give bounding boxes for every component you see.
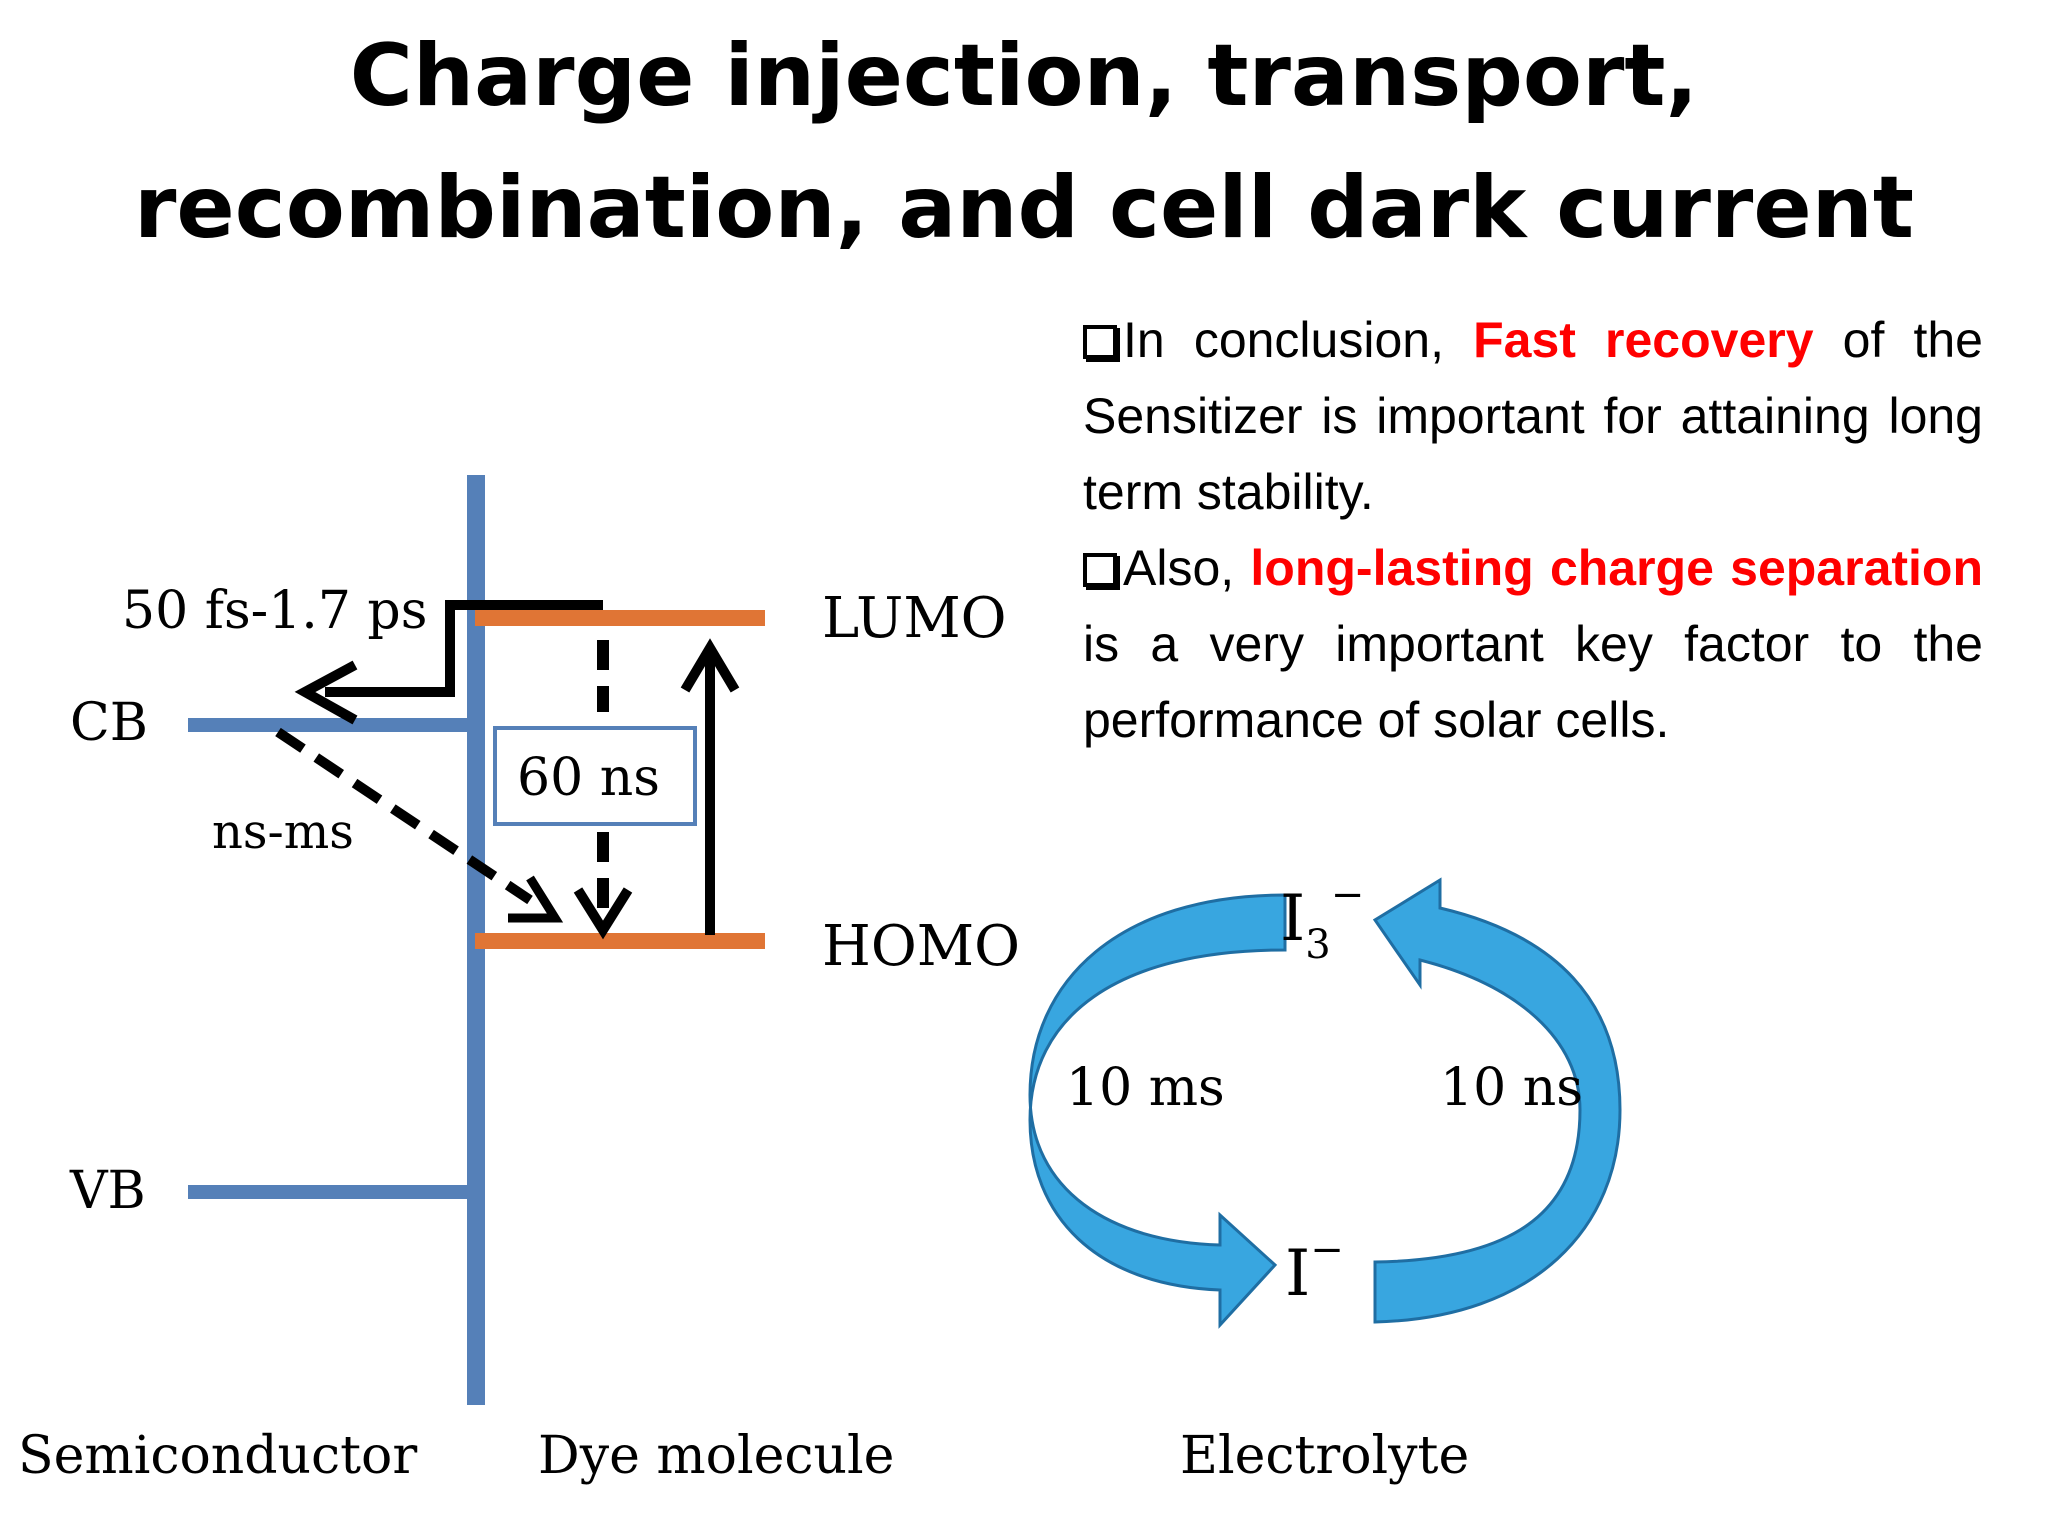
recombination-arrow bbox=[275, 727, 533, 905]
bullet-2-post: is a very important key factor to the pe… bbox=[1083, 616, 1983, 748]
bullet-1: In conclusion, Fast recovery of the Sens… bbox=[1083, 302, 1983, 530]
slide-title: Charge injection, transport, recombinati… bbox=[0, 10, 2048, 274]
left-cycle-arrow bbox=[1028, 893, 1287, 1329]
injection-time-label: 50 fs-1.7 ps bbox=[122, 581, 427, 641]
title-line-1: Charge injection, transport, bbox=[349, 26, 1699, 126]
decay-time-box bbox=[493, 726, 697, 826]
right-cycle-time-label: 10 ns bbox=[1440, 1058, 1583, 1118]
redox-cycle: 10 ms 10 ns I3− I− bbox=[1028, 872, 1622, 1329]
bullet-1-pre: In conclusion, bbox=[1123, 312, 1474, 368]
homo-label: HOMO bbox=[822, 914, 1020, 979]
bullet-1-highlight: Fast recovery bbox=[1473, 312, 1814, 368]
title-line-2: recombination, and cell dark current bbox=[133, 158, 1914, 258]
iodide-label: I− bbox=[1285, 1227, 1344, 1311]
right-cycle-arrow bbox=[1372, 877, 1622, 1324]
lumo-label: LUMO bbox=[822, 586, 1007, 651]
checkbox-bullet-icon bbox=[1083, 553, 1117, 587]
bullet-1-post: of the Sensitizer is important for attai… bbox=[1083, 312, 1983, 520]
excitation-arrowhead bbox=[680, 638, 740, 693]
recombination-arrowhead bbox=[508, 875, 564, 923]
decay-time-label: 60 ns bbox=[517, 748, 660, 808]
vb-label: VB bbox=[69, 1161, 146, 1221]
bullet-2-pre: Also, bbox=[1123, 540, 1251, 596]
bullet-list: In conclusion, Fast recovery of the Sens… bbox=[1083, 302, 1983, 758]
checkbox-bullet-icon bbox=[1083, 325, 1117, 359]
dye-label: Dye molecule bbox=[538, 1426, 894, 1486]
bullet-2: Also, long-lasting charge separation is … bbox=[1083, 530, 1983, 758]
cb-label: CB bbox=[70, 693, 148, 753]
injection-arrowhead bbox=[294, 660, 358, 725]
triiodide-label: I3− bbox=[1280, 872, 1364, 968]
left-cycle-time-label: 10 ms bbox=[1066, 1058, 1225, 1118]
injection-path bbox=[325, 600, 603, 697]
bullet-2-highlight: long-lasting charge separation bbox=[1250, 540, 1983, 596]
electrolyte-label: Electrolyte bbox=[1180, 1426, 1469, 1486]
recombination-time-label: ns-ms bbox=[212, 804, 354, 860]
decay-arrowhead bbox=[573, 887, 633, 940]
semiconductor-label: Semiconductor bbox=[18, 1426, 417, 1486]
